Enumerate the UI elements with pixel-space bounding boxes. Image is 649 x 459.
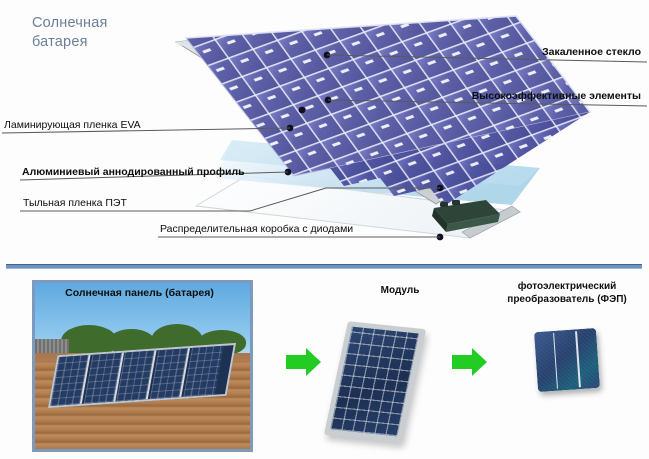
- solar-panel-illustration: [1, 15, 648, 241]
- solar-panel-roof-photo: [32, 280, 253, 452]
- page-title: Солнечная батарея: [32, 14, 172, 52]
- label-high-efficiency-cells: Высокоэффективные элементы: [471, 90, 641, 102]
- page-title-line-1: Солнечная: [32, 15, 108, 31]
- photovoltaic-cell-illustration: [533, 327, 601, 393]
- label-eva-laminating-film: Ламинирующая пленка EVA: [4, 119, 141, 131]
- caption-solar-panel-photo: Солнечная панель (батарея): [65, 287, 214, 299]
- caption-pv-cell-line-1: фотоэлектрический: [517, 281, 617, 292]
- label-tempered-glass: Закаленное стекло: [542, 46, 641, 58]
- leader-line-pet-b: [249, 187, 327, 212]
- solar-panel-cutaway-diagram: Ламинирующая пленка EVA Алюминиевый анно…: [1, 15, 648, 241]
- label-junction-box-with-diodes: Распределительная коробка с диодами: [160, 223, 354, 235]
- junction-box-connector-a: [440, 202, 448, 207]
- caption-module: Модуль: [380, 285, 420, 296]
- label-pet-back-film: Тыльная пленка ПЭТ: [23, 197, 127, 209]
- leader-line-glass: [326, 54, 648, 63]
- label-aluminium-anodized-profile: Алюминиевый аннодированный профиль: [22, 166, 245, 178]
- leader-line-eva: [1, 127, 291, 134]
- arrow-right-icon-1: [286, 348, 324, 376]
- tempered-glass-layer: [186, 16, 590, 176]
- junction-box-connector-b: [452, 200, 460, 205]
- leader-dot-glass: [298, 106, 306, 114]
- solar-module-illustration: [323, 320, 433, 448]
- glass-edge-highlight: [185, 15, 591, 113]
- caption-photovoltaic-cell: фотоэлектрический преобразователь (ФЭП): [487, 281, 647, 306]
- junction-box-with-diodes: [432, 200, 500, 232]
- leader-line-cells: [327, 99, 648, 107]
- leader-line-rail: [19, 171, 289, 181]
- section-divider: [6, 264, 642, 269]
- arrow-right-icon-2: [452, 348, 490, 376]
- caption-pv-cell-line-2: преобразователь (ФЭП): [507, 293, 627, 305]
- page-title-line-2: батарея: [32, 34, 88, 50]
- cells-lower-notched-edge: [294, 112, 590, 206]
